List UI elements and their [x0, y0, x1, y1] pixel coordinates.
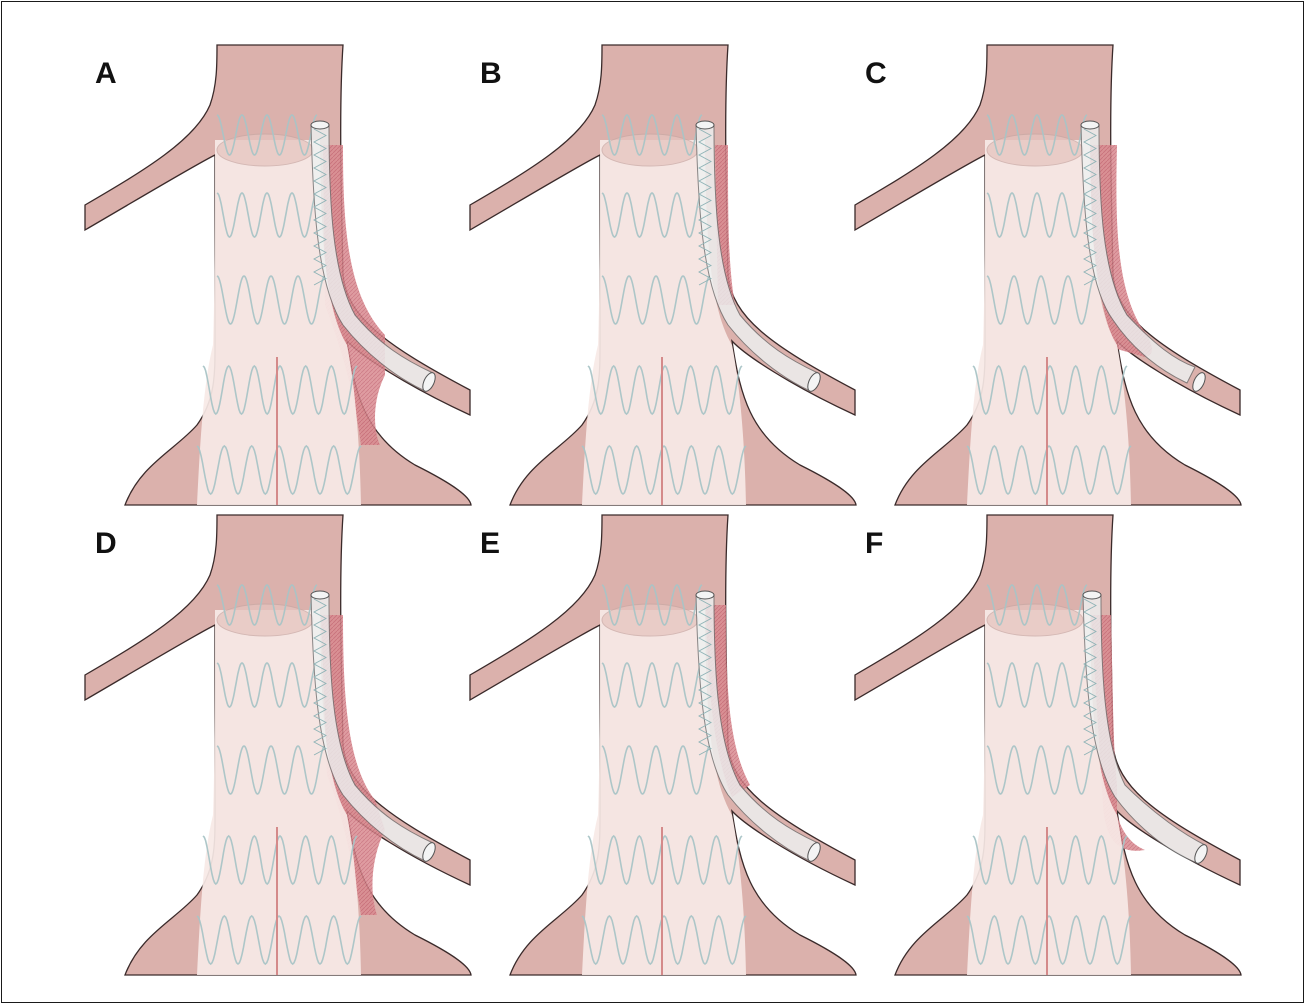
panel-b: B	[470, 45, 856, 505]
panel-d: D	[85, 515, 471, 975]
chimney-top-opening	[1081, 121, 1099, 129]
panel-f: F	[855, 515, 1241, 975]
chimney-top-opening	[696, 121, 714, 129]
panel-label-b: B	[480, 57, 502, 90]
panel-label-c: C	[865, 57, 887, 90]
panel-a: A	[85, 45, 471, 505]
chimney-top-opening	[1083, 591, 1101, 599]
panel-label-d: D	[95, 527, 117, 560]
chimney-top-opening	[696, 591, 714, 599]
chimney-top-opening	[311, 591, 329, 599]
panel-label-a: A	[95, 57, 117, 90]
panel-label-f: F	[865, 527, 883, 560]
chimney-top-opening	[311, 121, 329, 129]
panel-c: C	[855, 45, 1241, 505]
panel-label-e: E	[480, 527, 500, 560]
panel-e: E	[470, 515, 856, 975]
